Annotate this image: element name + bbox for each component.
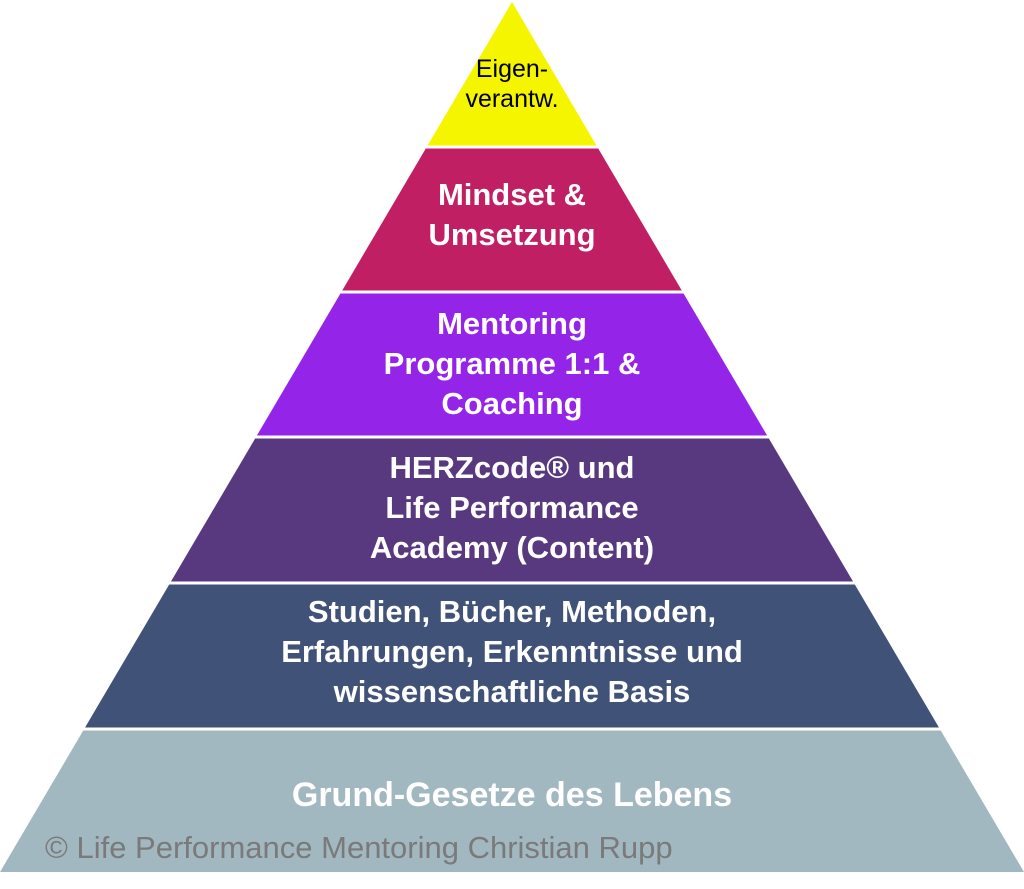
layer-label-mindset-line-1: Mindset & [438,177,586,212]
pyramid-layer-mentoring [256,293,768,436]
layer-label-herzcode-line-1: HERZcode® und [389,450,634,485]
pyramid-layer-mindset [342,148,682,291]
layer-label-mindset-line-2: Umsetzung [428,217,595,252]
pyramid-layer-eigenverantwortung [427,2,597,146]
layer-label-studien-line-1: Studien, Bücher, Methoden, [308,594,716,629]
layer-label-mentoring-line-2: Programme 1:1 & [384,346,641,381]
layer-label-eigenverantwortung-line-2: verantw. [465,85,558,113]
pyramid-layers [0,2,1024,872]
layer-label-mentoring-line-3: Coaching [441,386,582,421]
layer-label-studien-line-3: wissenschaftliche Basis [333,674,691,709]
layer-label-herzcode-line-3: Academy (Content) [370,530,654,565]
pyramid-labels: Eigen-verantw. Mindset & UmsetzungMentorin… [281,55,743,814]
pyramid-layer-studien [85,584,939,728]
pyramid-layer-herzcode [170,438,854,582]
pyramid-layer-grundgesetze [0,730,1024,872]
copyright-text: © Life Performance Mentoring Christian R… [45,830,673,865]
layer-label-studien-line-2: Erfahrungen, Erkenntnisse und [281,634,743,669]
layer-label-grundgesetze-line-1: Grund-Gesetze des Lebens [292,776,732,814]
layer-label-herzcode-line-2: Life Performance [385,490,638,525]
layer-label-mentoring-line-1: Mentoring [437,306,587,341]
layer-label-eigenverantwortung-line-1: Eigen- [476,55,548,83]
